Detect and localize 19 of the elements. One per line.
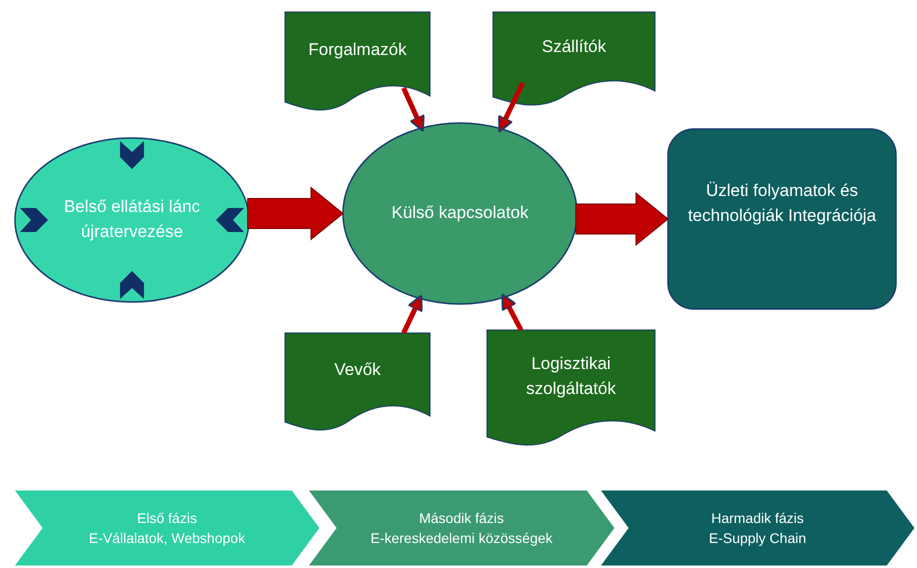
arrow bbox=[501, 293, 524, 332]
node-label: Vevők bbox=[334, 359, 381, 382]
node-label: Külső kapcsolatok bbox=[391, 202, 529, 224]
phase-title: Második fázis bbox=[419, 508, 504, 528]
node-label: Logisztikai szolgáltatók bbox=[525, 352, 617, 400]
node-label: E-Vállalatok, Webshopok bbox=[88, 529, 246, 548]
phase-title: Harmadik fázis bbox=[711, 508, 804, 528]
node-label: E-Supply Chain bbox=[708, 529, 806, 548]
node-label: E-kereskedelemi közösségek bbox=[370, 529, 553, 548]
phase-title: Első fázis bbox=[137, 508, 197, 528]
node-label: Üzleti folyamatok és technológiák Integrációja bbox=[686, 180, 878, 227]
node-label: Belső ellátási lánc újratervezése bbox=[62, 196, 202, 243]
arrow bbox=[401, 294, 423, 334]
node-label: Forgalmazók bbox=[308, 38, 407, 61]
block-arrow bbox=[247, 186, 344, 241]
block-arrow bbox=[575, 192, 669, 246]
arrow bbox=[498, 82, 525, 133]
arrow bbox=[401, 86, 425, 132]
node-label: Szállítók bbox=[542, 36, 606, 58]
